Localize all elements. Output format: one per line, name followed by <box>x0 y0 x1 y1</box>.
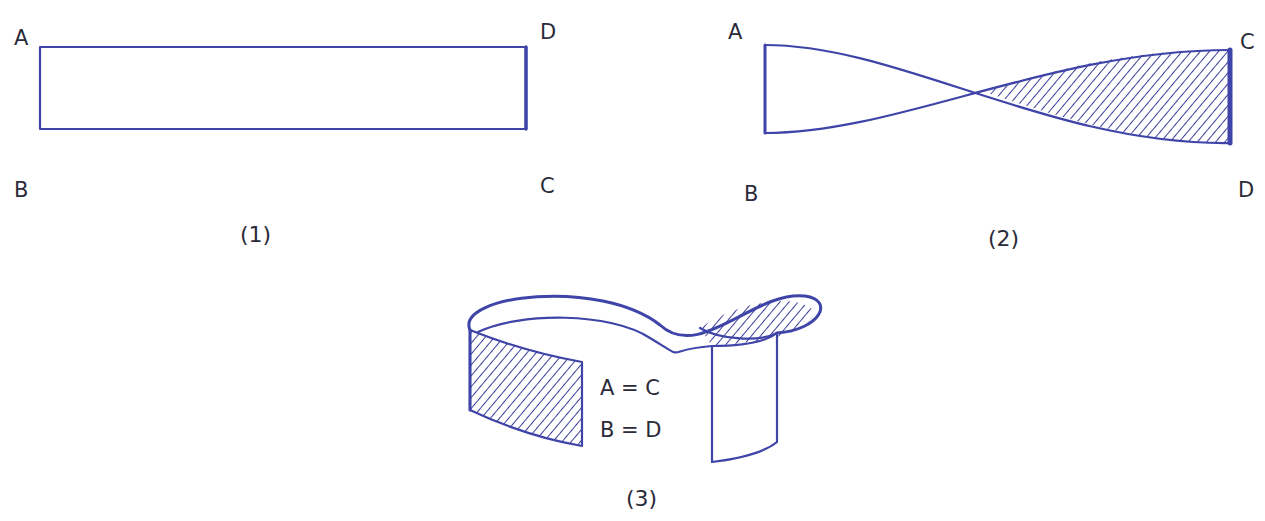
strip-edge <box>765 50 1230 133</box>
corner-label: D <box>540 22 556 43</box>
corner-label: B <box>744 184 758 205</box>
band-top-edge <box>469 296 821 336</box>
corner-label: A <box>728 22 742 43</box>
corner-label: D <box>1238 180 1254 201</box>
band-front-right <box>712 333 777 462</box>
strip-end <box>524 47 528 129</box>
corner-label: A <box>14 28 28 49</box>
strip-edge <box>765 45 1230 143</box>
figure-number: (3) <box>626 488 657 510</box>
band-edge <box>469 330 472 410</box>
band-inner-edge <box>478 318 712 353</box>
corner-label: B <box>14 180 28 201</box>
band-inner-edge <box>700 328 777 339</box>
strip-end <box>764 45 767 133</box>
figure-number: (1) <box>240 224 271 246</box>
paper-strip <box>40 47 526 129</box>
band-front-left <box>470 330 582 446</box>
corner-label: C <box>1240 32 1255 53</box>
corner-label: C <box>540 176 555 197</box>
figure-number: (2) <box>988 228 1019 250</box>
corner-label: B = D <box>600 420 662 441</box>
corner-label: A = C <box>600 378 660 399</box>
strip-end <box>1228 50 1233 143</box>
